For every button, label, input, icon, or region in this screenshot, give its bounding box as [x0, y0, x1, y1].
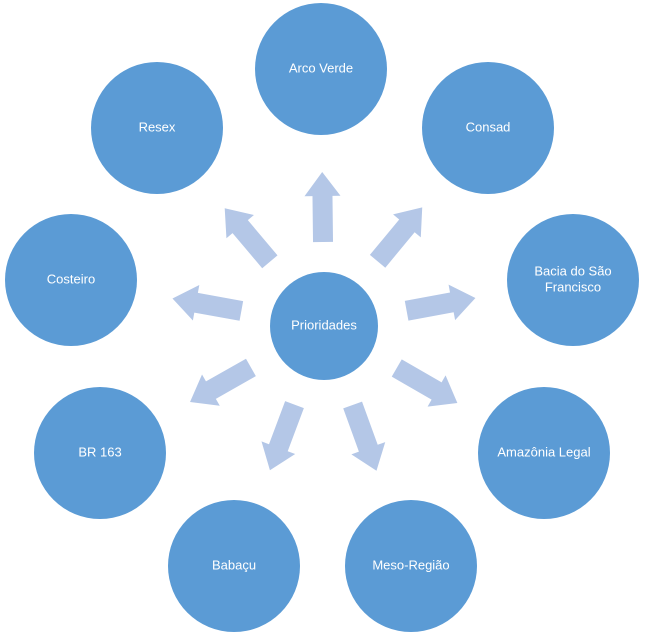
- arrow-to-costeiro: [172, 285, 244, 321]
- arrow-to-resex: [224, 208, 278, 269]
- node-resex: Resex: [91, 62, 223, 194]
- node-costeiro: Costeiro: [5, 214, 137, 346]
- arrow-to-bacia-do-sao-francisco: [404, 284, 476, 321]
- arrow-to-arco-verde: [304, 172, 341, 243]
- node-consad: Consad: [422, 62, 554, 194]
- arrows: [172, 172, 476, 471]
- node-arco-verde-label: Arco Verde: [289, 60, 353, 75]
- node-consad-label: Consad: [466, 119, 511, 134]
- node-costeiro-label: Costeiro: [47, 271, 95, 286]
- node-amazonia-legal-label: Amazônia Legal: [497, 444, 590, 459]
- node-resex-label: Resex: [139, 119, 176, 134]
- node-arco-verde: Arco Verde: [255, 3, 387, 135]
- arrow-to-meso-regiao: [343, 401, 386, 471]
- node-costeiro-circle: [5, 214, 137, 346]
- arrow-to-br-163: [190, 358, 256, 406]
- center-node-label: Prioridades: [291, 317, 357, 332]
- node-bacia-do-sao-francisco-label: Bacia do São: [534, 263, 611, 278]
- node-arco-verde-circle: [255, 3, 387, 135]
- node-consad-circle: [422, 62, 554, 194]
- arrow-to-amazonia-legal: [391, 359, 458, 407]
- node-meso-regiao: Meso-Região: [345, 500, 477, 632]
- node-amazonia-legal: Amazônia Legal: [478, 387, 610, 519]
- node-babacu-label: Babaçu: [212, 557, 256, 572]
- node-resex-circle: [91, 62, 223, 194]
- node-babacu-circle: [168, 500, 300, 632]
- node-br-163: BR 163: [34, 387, 166, 519]
- node-babacu: Babaçu: [168, 500, 300, 632]
- node-br-163-label: BR 163: [78, 444, 121, 459]
- node-amazonia-legal-circle: [478, 387, 610, 519]
- node-bacia-do-sao-francisco-circle: [507, 214, 639, 346]
- node-bacia-do-sao-francisco-label: Francisco: [545, 279, 601, 294]
- arrow-to-babacu: [261, 401, 304, 471]
- node-meso-regiao-label: Meso-Região: [372, 557, 449, 572]
- node-br-163-circle: [34, 387, 166, 519]
- arrow-to-consad: [369, 207, 423, 268]
- node-meso-regiao-circle: [345, 500, 477, 632]
- center-node: Prioridades: [270, 272, 378, 380]
